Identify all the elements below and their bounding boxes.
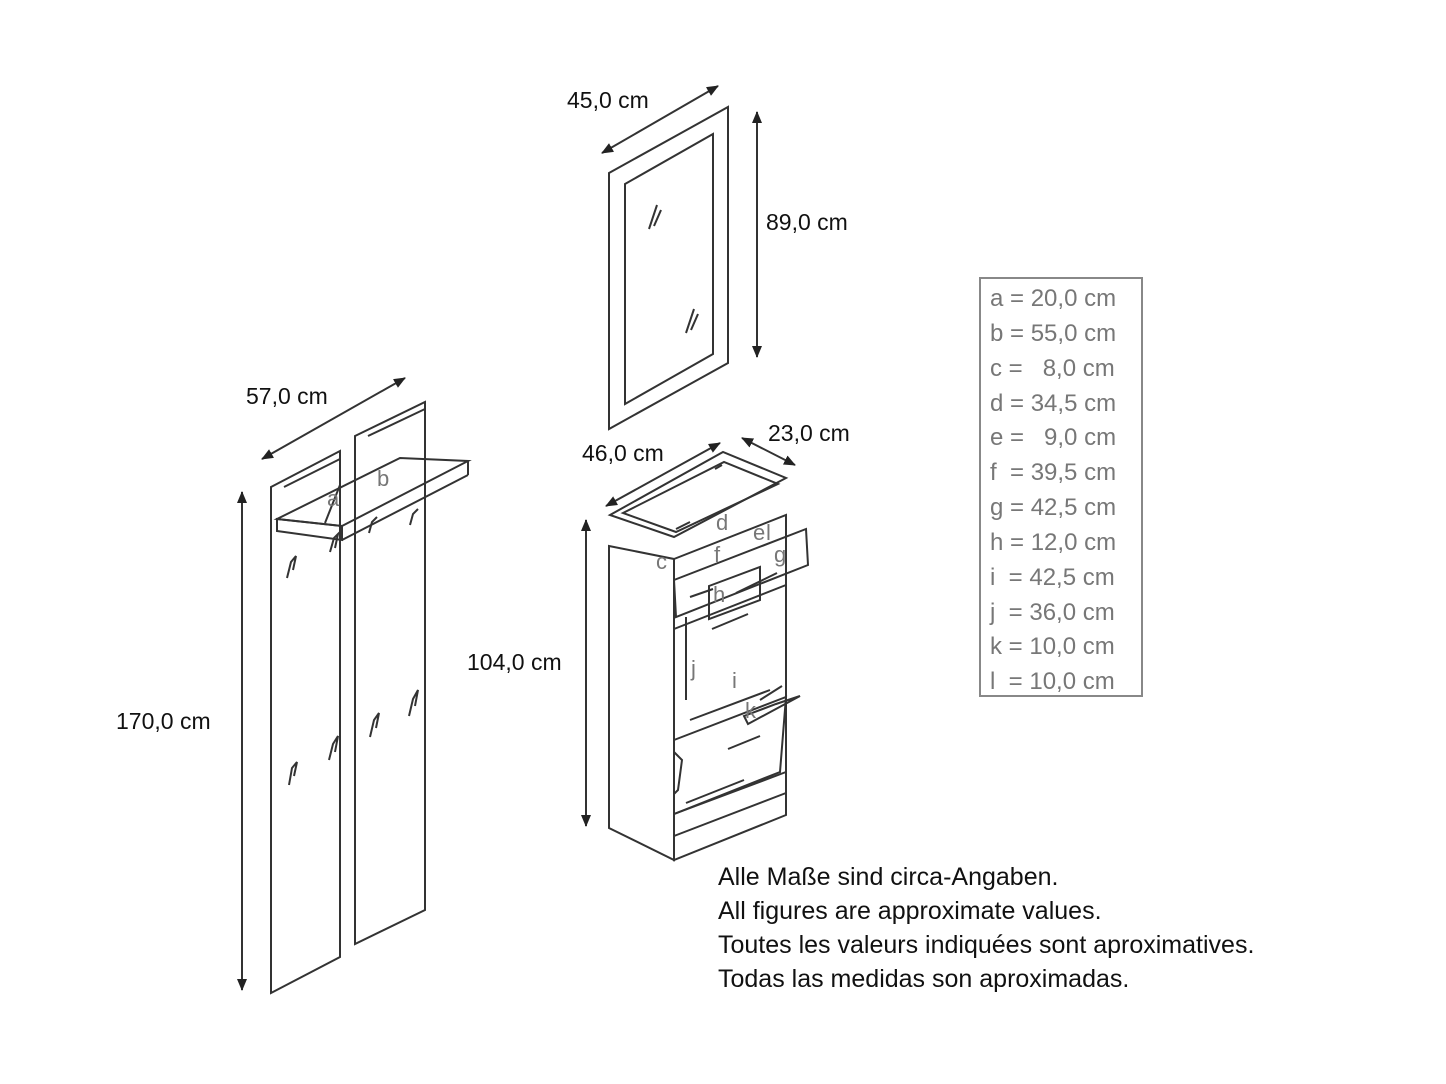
part-label-b: b xyxy=(377,466,390,491)
legend-row-i: i = 42,5 cm xyxy=(990,564,1115,591)
coat-panel-front xyxy=(270,449,341,995)
disclaimer-french: Toutes les valeurs indiquées sont aproxi… xyxy=(718,931,1255,959)
legend-row-c: c = 8,0 cm xyxy=(990,355,1115,382)
coat-hooks xyxy=(286,508,419,786)
legend-row-j: j = 36,0 cm xyxy=(990,599,1115,626)
cabinet-width-label: 46,0 cm xyxy=(582,440,664,466)
part-label-e: e xyxy=(753,520,766,545)
part-label-c: c xyxy=(656,549,667,574)
panel-width-dimension-line xyxy=(261,377,406,460)
part-label-a: a xyxy=(327,486,340,511)
cabinet-depth-label: 23,0 cm xyxy=(768,420,850,446)
disclaimer-english: All figures are approximate values. xyxy=(718,897,1102,925)
part-label-i: i xyxy=(732,668,737,693)
cabinet-height-label: 104,0 cm xyxy=(467,649,562,675)
legend-row-b: b = 55,0 cm xyxy=(990,320,1117,347)
coat-panel-back xyxy=(354,400,426,946)
disclaimer: Alle Maße sind circa-Angaben. All figure… xyxy=(718,860,1254,996)
part-label-h: h xyxy=(713,582,726,607)
part-label-k: k xyxy=(745,698,756,723)
legend-row-l: l = 10,0 cm xyxy=(990,668,1115,695)
coat-shelf xyxy=(273,456,472,542)
legend-row-g: g = 42,5 cm xyxy=(990,494,1117,521)
mirror-width-dimension-line xyxy=(601,85,719,154)
legend-row-h: h = 12,0 cm xyxy=(990,529,1117,556)
disclaimer-spanish: Todas las medidas son aproximadas. xyxy=(718,965,1130,993)
part-label-j: j xyxy=(691,656,696,681)
part-label-d: d xyxy=(716,510,729,535)
mirror-width-label: 45,0 cm xyxy=(567,87,649,113)
legend-row-e: e = 9,0 cm xyxy=(990,424,1117,451)
part-label-l: l xyxy=(766,520,771,545)
legend-row-a: a = 20,0 cm xyxy=(990,285,1117,312)
part-label-g: g xyxy=(774,542,787,567)
panel-height-label: 170,0 cm xyxy=(116,708,211,734)
part-label-f: f xyxy=(714,542,721,567)
mirror-height-label: 89,0 cm xyxy=(766,209,848,235)
dimension-legend: a = 20,0 cm b = 55,0 cm c = 8,0 cm d = 3… xyxy=(979,277,1143,697)
mirror xyxy=(608,105,729,431)
legend-row-f: f = 39,5 cm xyxy=(990,459,1117,486)
legend-row-k: k = 10,0 cm xyxy=(990,633,1115,660)
shoe-cabinet xyxy=(607,450,810,862)
legend-row-d: d = 34,5 cm xyxy=(990,390,1117,417)
disclaimer-german: Alle Maße sind circa-Angaben. xyxy=(718,863,1059,891)
cabinet-width-dimension-line xyxy=(605,442,721,507)
panel-width-label: 57,0 cm xyxy=(246,383,328,409)
cabinet-depth-dimension-line xyxy=(741,437,796,466)
